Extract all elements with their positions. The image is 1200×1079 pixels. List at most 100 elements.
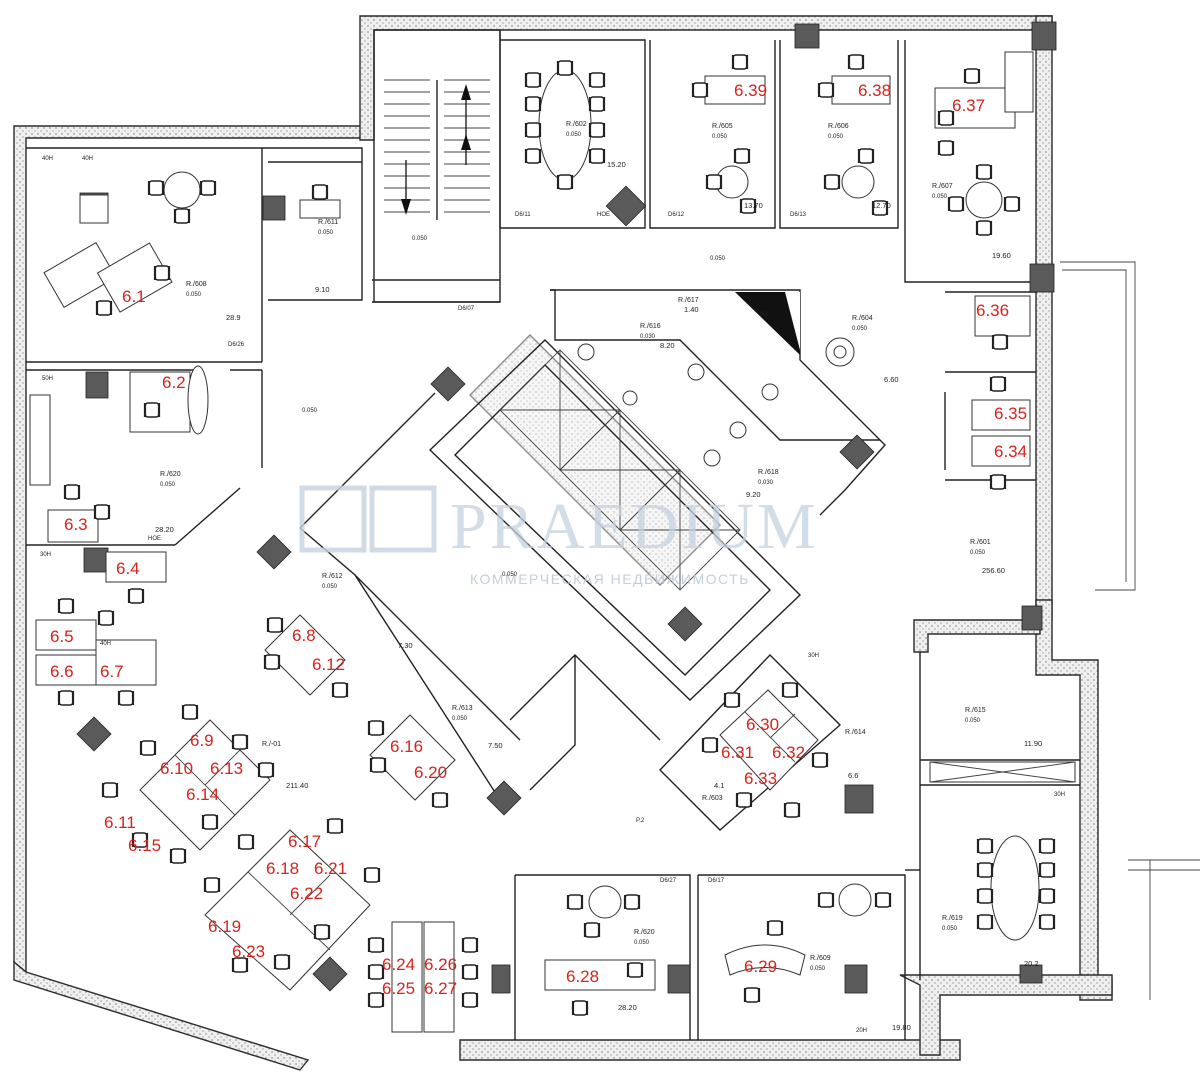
partitions xyxy=(26,29,1080,1040)
level-mark: 0.050 xyxy=(502,572,518,578)
room-code: R./615 xyxy=(965,707,986,714)
watermark: PRAEDIUM КОММЕРЧЕСКАЯ НЕДВИЖИМОСТЬ xyxy=(299,485,819,587)
cabinet-tag: 40H xyxy=(42,156,53,162)
room-code: R./607 xyxy=(932,183,953,190)
door-tags: D6/07 D6/11 D6/12 D6/13 D6/27 D6/17 D6/2… xyxy=(228,212,807,884)
room-level: 0.050 xyxy=(810,966,826,972)
level-mark: 0.050 xyxy=(412,236,428,242)
room-area: 28.20 xyxy=(618,1003,637,1012)
room-level: 0.050 xyxy=(452,716,468,722)
room-code: R./620 xyxy=(160,471,181,478)
room-area: 4.1 xyxy=(714,781,724,790)
room-code: R./606 xyxy=(828,123,849,130)
ws-label: 6.11 xyxy=(104,813,136,832)
central-core xyxy=(299,289,886,831)
workstation-labels: 6.1 6.2 6.3 6.4 6.5 6.6 6.7 6.8 6.9 6.10… xyxy=(50,81,1027,998)
ws-label: 6.9 xyxy=(190,731,214,750)
cabinet-tag: 30H xyxy=(40,552,51,558)
room-area: 9.20 xyxy=(746,490,761,499)
room-code: R./609 xyxy=(810,955,831,962)
room-area: 211.40 xyxy=(286,781,308,790)
watermark-tagline: КОММЕРЧЕСКАЯ НЕДВИЖИМОСТЬ xyxy=(470,571,750,587)
cabinet-tag: 20H xyxy=(856,1028,867,1034)
ws-label: 6.34 xyxy=(994,442,1027,461)
ws-label: 6.14 xyxy=(186,785,219,804)
ws-label: 6.16 xyxy=(390,737,423,756)
ws-label: 6.28 xyxy=(566,967,599,986)
ws-label: 6.37 xyxy=(952,96,985,115)
cabinet-tag: 30H xyxy=(1054,792,1065,798)
ws-label: 6.35 xyxy=(994,404,1027,423)
room-code: R./604 xyxy=(852,315,873,322)
door-tag: D6/27 xyxy=(660,878,677,884)
room-code: R./602 xyxy=(566,121,587,128)
exterior-outline xyxy=(1060,261,1200,1000)
marker-p2: P.2 xyxy=(636,818,645,824)
room-level: 0.050 xyxy=(942,926,958,932)
room-code: R./614 xyxy=(845,729,866,736)
room-area: 7.50 xyxy=(488,741,503,750)
ws-label: 6.2 xyxy=(162,373,186,392)
ws-label: 6.31 xyxy=(721,743,754,762)
ws-label: 6.18 xyxy=(266,859,299,878)
ws-label: 6.36 xyxy=(976,301,1009,320)
ws-label: 6.32 xyxy=(772,743,805,762)
ws-label: 6.25 xyxy=(382,979,415,998)
ws-label: 6.12 xyxy=(312,655,345,674)
door-tag: D6/12 xyxy=(668,212,685,218)
level-marks: 0.050 0.050 0.050 0.050 P.1 P.2 xyxy=(302,236,769,824)
cabinet-tag: 40H xyxy=(100,641,111,647)
room-area: 28.9 xyxy=(226,313,241,322)
room-code: R./617 xyxy=(678,297,699,304)
cabinet-tag: 40H xyxy=(82,156,93,162)
room-level: 0.050 xyxy=(852,326,868,332)
ws-label: 6.39 xyxy=(734,81,767,100)
room-level: 0.050 xyxy=(322,584,338,590)
ws-label: 6.33 xyxy=(744,769,777,788)
ws-label: 6.17 xyxy=(288,832,321,851)
room-code: R./620 xyxy=(634,929,655,936)
ws-label: 6.29 xyxy=(744,957,777,976)
ws-label: 6.22 xyxy=(290,884,323,903)
room-code: R./612 xyxy=(322,573,343,580)
room-620-609-visible: R./620 0.050 28.20 R./609 0.050 19.80 xyxy=(618,929,911,1032)
room-code: R./613 xyxy=(452,705,473,712)
staircase xyxy=(384,79,490,220)
room-area: 1.40 xyxy=(684,305,699,314)
room-area: 19.60 xyxy=(992,251,1011,260)
room-annotations: R./608 0.050 28.9 R./611 0.050 9.10 R./6… xyxy=(155,121,1042,968)
ws-label: 6.24 xyxy=(382,955,415,974)
room-code: R./619 xyxy=(942,915,963,922)
watermark-brand: PRAEDIUM xyxy=(450,490,819,563)
room-area: 8.20 xyxy=(660,341,675,350)
columns xyxy=(76,21,1057,994)
marker-p1: P.1 xyxy=(760,312,769,318)
room-level: 0.050 xyxy=(932,194,948,200)
room-area: 15.20 xyxy=(607,160,626,169)
room-level: 0.050 xyxy=(566,132,582,138)
room-area: 7.30 xyxy=(398,641,413,650)
room-area: 9.10 xyxy=(315,285,330,294)
ws-label: 6.7 xyxy=(100,662,124,681)
door-tag: D6/11 xyxy=(515,212,531,218)
ws-label: 6.10 xyxy=(160,759,193,778)
room-code: R./608 xyxy=(186,281,207,288)
outer-walls xyxy=(13,15,1113,1071)
ws-label: 6.5 xyxy=(50,627,74,646)
room-area: 19.80 xyxy=(892,1023,911,1032)
ws-label: 6.30 xyxy=(746,715,779,734)
room-level: 0.030 xyxy=(640,334,656,340)
room-level: 0.050 xyxy=(634,940,650,946)
level-mark: 0.050 xyxy=(710,256,726,262)
cabinet-tag: 50H xyxy=(42,376,53,382)
room-area: 6.6 xyxy=(848,771,858,780)
room-level: 0.050 xyxy=(318,230,334,236)
room-area: 20.2 xyxy=(1024,959,1039,968)
ws-label: 6.38 xyxy=(858,81,891,100)
room-level: 0.050 xyxy=(186,292,202,298)
room-level: 0.050 xyxy=(828,134,844,140)
door-tag: D6/13 xyxy=(790,212,807,218)
ws-label: 6.6 xyxy=(50,662,74,681)
room-level: 0.050 xyxy=(970,550,986,556)
ws-label: 6.19 xyxy=(208,917,241,936)
